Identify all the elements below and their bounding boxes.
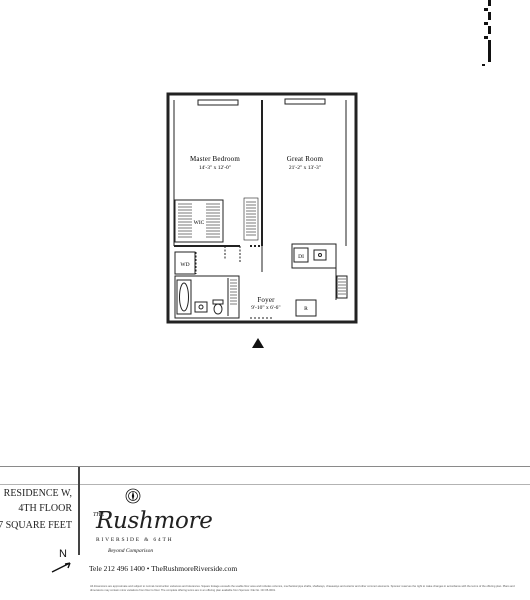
floor-plan: Master Bedroom 14'-3" x 12'-0" Great Roo… [166, 0, 491, 348]
cooktop [336, 275, 348, 299]
north-arrow-icon [51, 562, 71, 573]
room-label-wd: WD [180, 262, 189, 268]
entry-arrow-icon [252, 338, 264, 348]
wd-closet [174, 251, 196, 275]
residence-square-feet: 827 SQUARE FEET [0, 520, 72, 531]
room-dims-great-room: 21'-2" x 13'-3" [289, 165, 321, 171]
outer-wall [166, 92, 358, 324]
room-dims-master-bedroom: 14'-3" x 12'-0" [199, 165, 231, 171]
room-dims-foyer: 9'-10" x 6'-6" [251, 305, 280, 311]
brand-tagline: Beyond Comparison [108, 548, 154, 554]
room-label-wic: WIC [194, 220, 205, 226]
key-plan [482, 0, 491, 66]
appliance-label-di: DI [298, 254, 304, 260]
room-label-master-bedroom: Master Bedroom [190, 155, 240, 163]
footer-rule [0, 466, 530, 467]
north-label: N [59, 548, 67, 560]
refrigerator [295, 299, 317, 317]
footer-divider [78, 467, 80, 555]
brand-seal-icon [125, 488, 141, 504]
brand-the: THE [93, 512, 105, 518]
residence-name: RESIDENCE W, [3, 488, 72, 499]
brand-logo-text: Rushmore [96, 508, 213, 534]
wic-closet [174, 199, 224, 243]
brand-subtitle: RIVERSIDE & 64TH [96, 537, 174, 543]
footer-rule [0, 484, 530, 485]
bathtub [176, 279, 192, 315]
legal-disclaimer: All dimensions are approximate and subje… [90, 585, 515, 592]
residence-floor: 4TH FLOOR [18, 503, 72, 514]
kitchen-counter [291, 243, 337, 269]
appliance-label-r: R [304, 306, 308, 312]
room-label-foyer: Foyer [257, 296, 275, 304]
room-label-great-room: Great Room [287, 155, 324, 163]
contact-info: Tele 212 496 1400 • TheRushmoreRiverside… [89, 564, 238, 573]
